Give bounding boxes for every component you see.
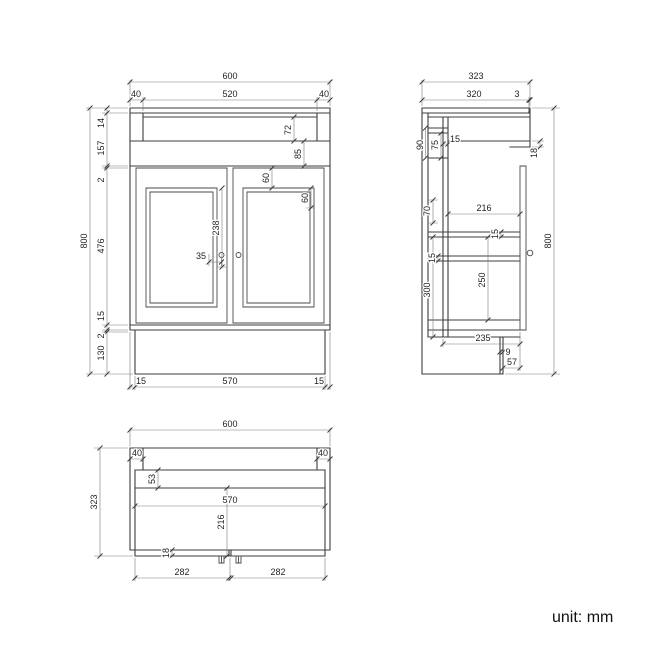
plan-inner-width-dim: 570: [222, 495, 237, 505]
front-handle-offset-dim: 35: [196, 251, 206, 261]
side-lower-clearance-front-dim: 250: [477, 272, 487, 287]
side-bottom-clearance-dim: 235: [475, 333, 490, 343]
plan-view-dimension-ticks: [97, 427, 333, 581]
door-handle-right-icon: [235, 252, 242, 258]
side-rail-width-dim: 15: [450, 134, 460, 144]
plan-total-width-dim: 600: [222, 419, 237, 429]
side-view-door: [519, 165, 527, 331]
front-top-margin-left-dim: 40: [131, 89, 141, 99]
plan-back-rail-depth-dim: 53: [147, 474, 157, 484]
plan-view-labels: 600 40 40 323 53 570 216 18 282 282: [88, 418, 330, 579]
front-view-dimension-lines: [86, 80, 331, 390]
plan-view: 600 40 40 323 53 570 216 18 282 282: [88, 418, 333, 581]
side-shelf-thickness-dim: 15: [427, 253, 437, 263]
plan-door-thickness-dim: 18: [161, 548, 171, 558]
side-plinth-thickness-dim: 9: [505, 347, 510, 357]
plan-side-panel-left-dim: 40: [132, 448, 142, 458]
front-upper-band-dim: 157: [96, 140, 106, 155]
front-view-doors: [135, 167, 325, 324]
front-panel-height-dim: 238: [211, 220, 221, 235]
front-gap-top-dim: 2: [96, 177, 106, 182]
side-front-lip-dim: 3: [514, 89, 519, 99]
front-bottom-inner-width-dim: 570: [222, 376, 237, 386]
plan-total-depth-dim: 323: [89, 494, 99, 509]
plan-inner-depth-dim: 216: [216, 514, 226, 529]
plan-door-width-right-dim: 282: [270, 567, 285, 577]
front-door-top-inset-dim: 60: [261, 173, 271, 183]
front-basin-recess-dim: 72: [283, 125, 293, 135]
unit-label: unit: mm: [552, 609, 613, 626]
front-top-margin-right-dim: 40: [319, 89, 329, 99]
side-rail-height-inner-dim: 75: [430, 140, 440, 150]
front-bottom-margin-left-dim: 15: [136, 376, 146, 386]
side-view-labels: 323 320 3 90 75 15 18 800 70 216 15 15 3…: [414, 70, 555, 369]
front-view-labels: 600 40 520 40 14 157 2 476 15 2 130 800 …: [78, 70, 331, 388]
front-base-gap-dim: 15: [96, 311, 106, 321]
plan-side-panel-right-dim: 40: [318, 448, 328, 458]
front-door-height-dim: 476: [96, 238, 106, 253]
side-view: 323 320 3 90 75 15 18 800 70 216 15 15 3…: [414, 70, 560, 377]
side-total-height-dim: 800: [543, 233, 553, 248]
side-total-depth-dim: 323: [468, 71, 483, 81]
side-rail-thickness-dim: 15: [490, 229, 500, 239]
side-plinth-setback-dim: 57: [507, 357, 517, 367]
front-plinth-height-dim: 130: [96, 345, 106, 360]
front-gap-bottom-dim: 2: [96, 333, 106, 338]
side-inner-depth-dim: 320: [466, 89, 481, 99]
front-bottom-margin-right-dim: 15: [314, 376, 324, 386]
front-view-dimension-ticks: [87, 79, 333, 390]
front-view: 600 40 520 40 14 157 2 476 15 2 130 800 …: [78, 70, 333, 390]
plan-view-dimension-lines: [94, 428, 331, 581]
plan-handles: [218, 555, 242, 564]
side-door-handle-icon: [526, 249, 534, 257]
front-total-height-dim: 800: [79, 233, 89, 248]
front-view-outline: [129, 107, 331, 375]
plan-door-width-left-dim: 282: [174, 567, 189, 577]
front-apron-height-dim: 85: [293, 149, 303, 159]
front-panel-inset-dim: 60: [300, 193, 310, 203]
front-top-thickness-dim: 14: [96, 118, 106, 128]
side-view-dimension-ticks: [419, 79, 557, 377]
front-top-inner-width-dim: 520: [222, 89, 237, 99]
side-inner-clearance-dim: 216: [476, 203, 491, 213]
front-total-width-dim: 600: [222, 71, 237, 81]
side-lower-clearance-back-dim: 300: [422, 282, 432, 297]
side-rail-height-outer-dim: 90: [415, 140, 425, 150]
door-handle-left-icon: [218, 252, 225, 258]
side-apron-thickness-dim: 18: [529, 148, 539, 158]
side-hinge-height-dim: 70: [422, 206, 432, 216]
